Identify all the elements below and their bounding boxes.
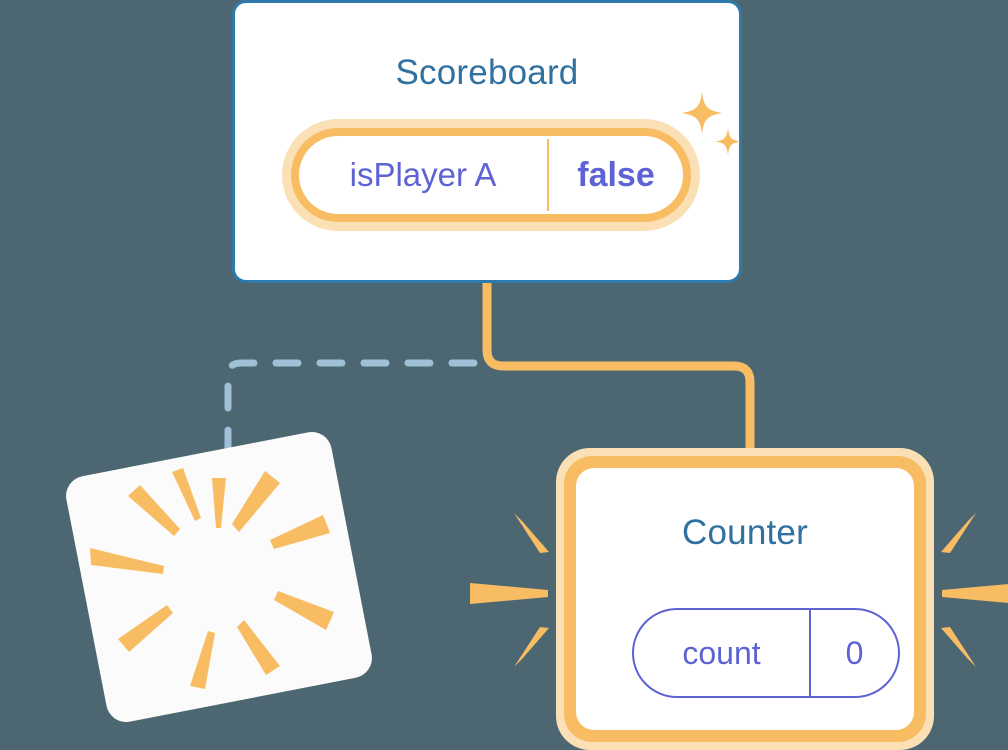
pill-divider: [809, 610, 811, 696]
scoreboard-state-key: isPlayer A: [349, 156, 497, 193]
burst-ray: [514, 627, 549, 667]
counter-state-value: 0: [845, 634, 864, 671]
burst-left-of-counter: [470, 513, 549, 667]
card-removed: [62, 428, 376, 726]
counter-state-key: count: [682, 634, 761, 671]
card-scoreboard[interactable]: Scoreboard isPlayer A false: [232, 0, 742, 283]
burst-ray: [514, 513, 549, 553]
burst-ray: [941, 627, 976, 667]
scoreboard-state-value: false: [577, 155, 655, 194]
burst-right-of-counter: [941, 513, 1008, 667]
sparkle-small-icon: [715, 128, 741, 155]
pill-divider: [547, 139, 549, 211]
burst-ray: [941, 513, 976, 553]
connector-solid-to-counter: [482, 283, 755, 455]
sparkle-group: [682, 92, 741, 155]
counter-title: Counter: [682, 513, 808, 552]
pill-core: isPlayer A false: [299, 136, 683, 214]
counter-card-body: Counter count 0: [576, 468, 914, 730]
burst-ray: [942, 584, 1008, 603]
card-counter[interactable]: Counter count 0: [556, 448, 934, 750]
burst-ray: [470, 583, 548, 604]
scoreboard-title: Scoreboard: [395, 53, 579, 92]
scoreboard-state-pill[interactable]: isPlayer A false: [282, 119, 700, 231]
counter-state-pill[interactable]: count 0: [632, 608, 900, 698]
sparkle-large-icon: [682, 92, 722, 134]
